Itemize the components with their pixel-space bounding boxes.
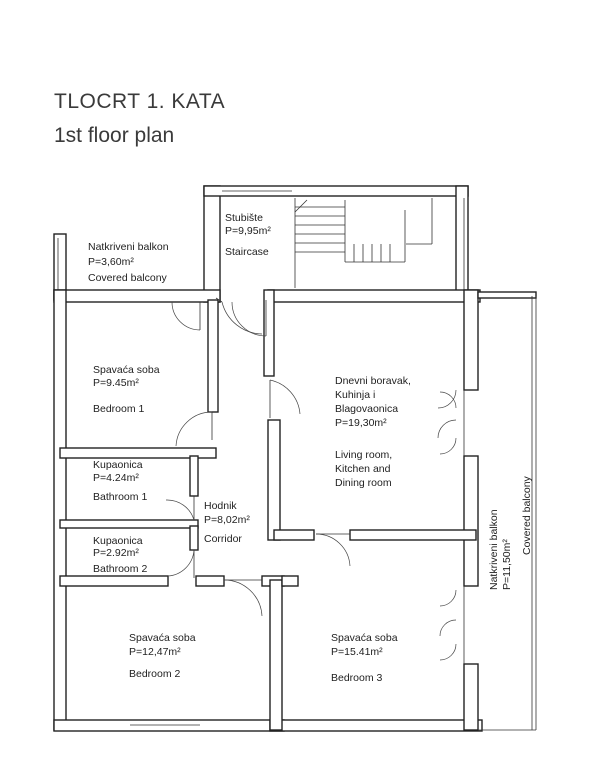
bedroom3-name-hr: Spavaća soba — [331, 632, 398, 644]
bedroom2-name-en: Bedroom 2 — [129, 668, 181, 680]
bedroom2-top-wall-left — [59, 575, 169, 587]
living-bottom-wall-left — [273, 529, 315, 541]
bedroom2-area: P=12,47m² — [129, 646, 181, 658]
bedroom3-name-en: Bedroom 3 — [331, 672, 383, 684]
living-name-en-3: Dining room — [335, 477, 392, 489]
bedroom1-name-hr: Spavaća soba — [93, 364, 160, 376]
bathroom1-name-en: Bathroom 1 — [93, 491, 147, 503]
label-balcony-top: Natkriveni balkon P=3,60m² Covered balco… — [88, 241, 169, 284]
label-balcony-right-en: Covered balcony — [521, 475, 533, 555]
corridor-name-hr: Hodnik — [204, 500, 237, 512]
label-staircase: Stubište P=9,95m² Staircase — [225, 212, 271, 258]
right-balcony-top — [477, 291, 537, 299]
corridor-name-en: Corridor — [204, 533, 242, 545]
bedroom1-area: P=9.45m² — [93, 377, 139, 389]
bedroom1-top-wall — [53, 289, 221, 303]
label-balcony-right: Natkriveni balkon P=11,50m² — [488, 509, 513, 590]
living-bottom-wall-right — [349, 529, 477, 541]
bathroom1-top-wall — [59, 447, 217, 459]
balcony-right-name-hr: Natkriveni balkon — [488, 509, 500, 590]
bedroom1-right-wall — [207, 299, 219, 413]
living-left-wall — [267, 419, 281, 541]
label-bedroom2: Spavaća soba P=12,47m² Bedroom 2 — [129, 632, 196, 680]
living-area: P=19,30m² — [335, 417, 387, 429]
staircase-right-wall — [455, 185, 469, 299]
bathroom1-bottom-wall — [59, 519, 199, 529]
corridor-area: P=8,02m² — [204, 514, 250, 526]
staircase-area: P=9,95m² — [225, 225, 271, 237]
label-living: Dnevni boravak, Kuhinja i Blagovaonica P… — [335, 375, 411, 489]
label-bedroom1: Spavaća soba P=9.45m² Bedroom 1 — [93, 364, 160, 415]
label-bedroom3: Spavaća soba P=15.41m² Bedroom 3 — [331, 632, 398, 684]
balcony-right-area: P=11,50m² — [501, 539, 513, 590]
bedroom3-top-wall — [281, 575, 299, 587]
bathroom2-right-wall — [189, 525, 199, 551]
bedroom1-name-en: Bedroom 1 — [93, 403, 145, 415]
balcony-top-name-en: Covered balcony — [88, 272, 168, 284]
plan-title-english: 1st floor plan — [54, 124, 175, 147]
balcony-top-area: P=3,60m² — [88, 256, 134, 268]
bathroom1-name-hr: Kupaonica — [93, 459, 143, 471]
plan-title-croatian: TLOCRT 1. KATA — [54, 90, 226, 113]
living-top-wall — [267, 289, 481, 303]
bedroom3-area: P=15.41m² — [331, 646, 383, 658]
staircase-name-en: Staircase — [225, 246, 269, 258]
bedroom2-name-hr: Spavaća soba — [129, 632, 196, 644]
east-wall-middle — [463, 455, 479, 587]
living-name-en-2: Kitchen and — [335, 463, 391, 475]
east-wall-lower — [463, 663, 479, 731]
balcony-top-name-hr: Natkriveni balkon — [88, 241, 169, 253]
bathroom1-area: P=4.24m² — [93, 472, 139, 484]
staircase-name-hr: Stubište — [225, 212, 263, 224]
east-wall-upper — [463, 289, 479, 391]
staircase-left-wall — [203, 185, 221, 303]
label-bathroom2: Kupaonica P=2.92m² Bathroom 2 — [93, 535, 147, 575]
living-name-hr-1: Dnevni boravak, — [335, 375, 411, 387]
living-left-wall-top — [263, 289, 275, 377]
living-name-hr-2: Kuhinja i — [335, 389, 375, 401]
door-swings — [165, 297, 465, 664]
bathroom2-name-hr: Kupaonica — [93, 535, 143, 547]
south-wall-left — [53, 719, 285, 732]
balcony-right-name-en: Covered balcony — [521, 475, 533, 555]
label-corridor: Hodnik P=8,02m² Corridor — [204, 500, 250, 545]
living-name-en-1: Living room, — [335, 449, 392, 461]
bedroom-divider-wall — [269, 579, 283, 731]
west-outer-wall — [53, 289, 67, 731]
bathroom2-area: P=2.92m² — [93, 547, 139, 559]
bedroom2-top-wall-mid — [195, 575, 225, 587]
bathroom1-right-wall — [189, 455, 199, 497]
bathroom2-name-en: Bathroom 2 — [93, 563, 147, 575]
label-bathroom1: Kupaonica P=4.24m² Bathroom 1 — [93, 459, 147, 503]
stairs — [294, 198, 433, 288]
living-name-hr-3: Blagovaonica — [335, 403, 398, 415]
south-wall-right — [269, 719, 483, 732]
